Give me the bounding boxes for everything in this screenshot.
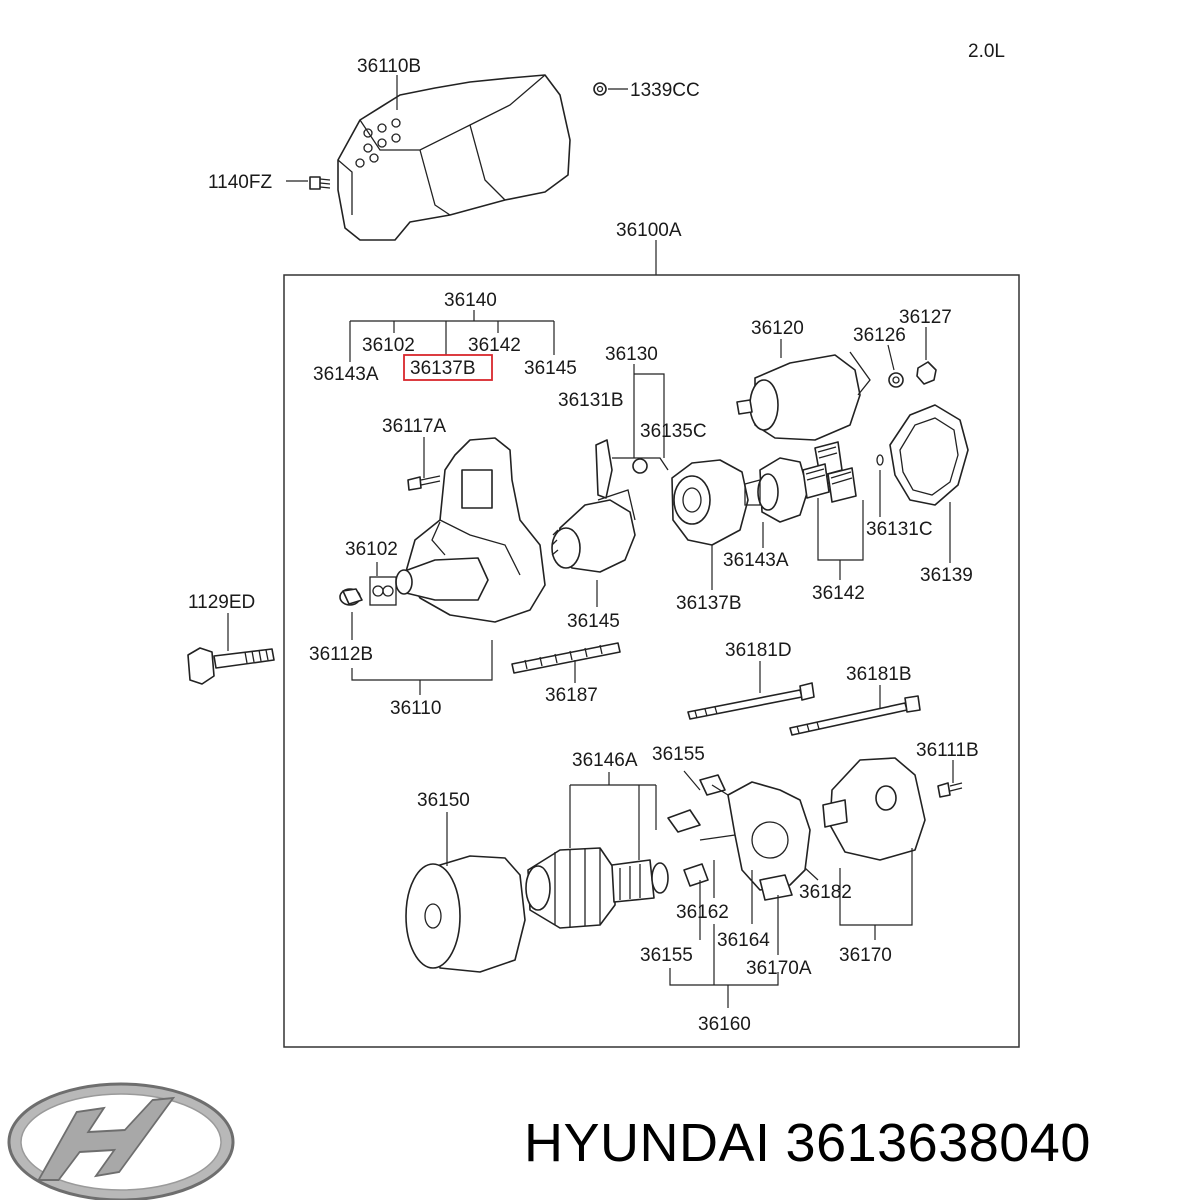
gasket-ring [889, 404, 969, 506]
rear-cover [822, 757, 926, 861]
label-36140: 36140 [444, 290, 497, 311]
part-number: 3613638040 [785, 1113, 1091, 1173]
label-36111b: 36111B [916, 740, 979, 761]
label-36143a-top: 36143A [313, 364, 379, 385]
callout-labels: 36110B 1339CC 1140FZ 36100A 36140 36102 … [188, 41, 1005, 1035]
label-36170a: 36170A [746, 958, 812, 979]
bushing-36112b [339, 588, 363, 606]
through-bolt-1129ed [187, 647, 275, 685]
label-36110: 36110 [390, 698, 441, 719]
label-36112b: 36112B [309, 644, 373, 665]
label-36120: 36120 [751, 318, 804, 339]
nut-36126 [888, 372, 904, 388]
label-36127: 36127 [899, 307, 952, 328]
label-36181d: 36181D [725, 640, 792, 661]
bolt-36117a [407, 475, 441, 491]
label-36155-top: 36155 [652, 744, 705, 765]
label-1140fz: 1140FZ [208, 172, 272, 193]
internal-gear [744, 457, 809, 523]
label-36155-bottom: 36155 [640, 945, 693, 966]
brand-caption: HYUNDAI 3613638040 [524, 1108, 1091, 1178]
label-36142-top: 36142 [468, 335, 521, 356]
label-36135c: 36135C [640, 421, 707, 442]
label-36187: 36187 [545, 685, 598, 706]
label-36117a: 36117A [382, 416, 446, 437]
bolt-1140fz [309, 176, 331, 190]
label-36182: 36182 [799, 882, 852, 903]
label-36102-top: 36102 [362, 335, 415, 356]
shift-lever [595, 439, 669, 499]
gear-housing [671, 459, 749, 546]
label-36145-mid: 36145 [567, 611, 620, 632]
ring-set-36102 [369, 576, 397, 606]
label-36150: 36150 [417, 790, 470, 811]
label-36100a: 36100A [616, 220, 682, 241]
label-36181b: 36181B [846, 664, 912, 685]
label-36131c: 36131C [866, 519, 933, 540]
label-36146a: 36146A [572, 750, 638, 771]
label-36110b: 36110B [357, 56, 421, 77]
label-36160: 36160 [698, 1014, 751, 1035]
label-36143a-mid: 36143A [723, 550, 789, 571]
overrunning-clutch [551, 489, 636, 573]
label-1339cc: 1339CC [630, 80, 700, 101]
drive-end-housing [395, 437, 546, 623]
heat-shield-bracket [337, 74, 571, 241]
screw-36111b [937, 782, 963, 798]
label-36137b-highlighted: 36137B [410, 358, 476, 379]
tie-rod-36181b [789, 695, 921, 736]
variant-label: 2.0L [968, 41, 1005, 62]
label-36164: 36164 [717, 930, 770, 951]
label-36139: 36139 [920, 565, 973, 586]
label-36137b-mid: 36137B [676, 593, 742, 614]
label-36142-mid: 36142 [812, 583, 865, 604]
tie-rod-36181d [687, 682, 815, 720]
label-1129ed: 1129ED [188, 592, 255, 613]
label-36126: 36126 [853, 325, 906, 346]
nut-1339cc [593, 82, 607, 96]
label-36145-top: 36145 [524, 358, 577, 379]
planet-gears [802, 441, 857, 503]
label-36170: 36170 [839, 945, 892, 966]
highlight-box [403, 354, 493, 381]
yoke-assembly [405, 855, 526, 973]
stud-36187 [511, 642, 621, 674]
brand-name: HYUNDAI [524, 1113, 771, 1173]
label-36162: 36162 [676, 902, 729, 923]
label-36102-mid: 36102 [345, 539, 398, 560]
brush-holder [667, 774, 811, 901]
label-36131b: 36131B [558, 390, 624, 411]
assembly-frame [283, 274, 1020, 1048]
armature [525, 847, 669, 929]
label-36130: 36130 [605, 344, 658, 365]
nut-36127 [916, 361, 937, 385]
hyundai-logo [7, 1082, 235, 1200]
solenoid [736, 351, 871, 441]
